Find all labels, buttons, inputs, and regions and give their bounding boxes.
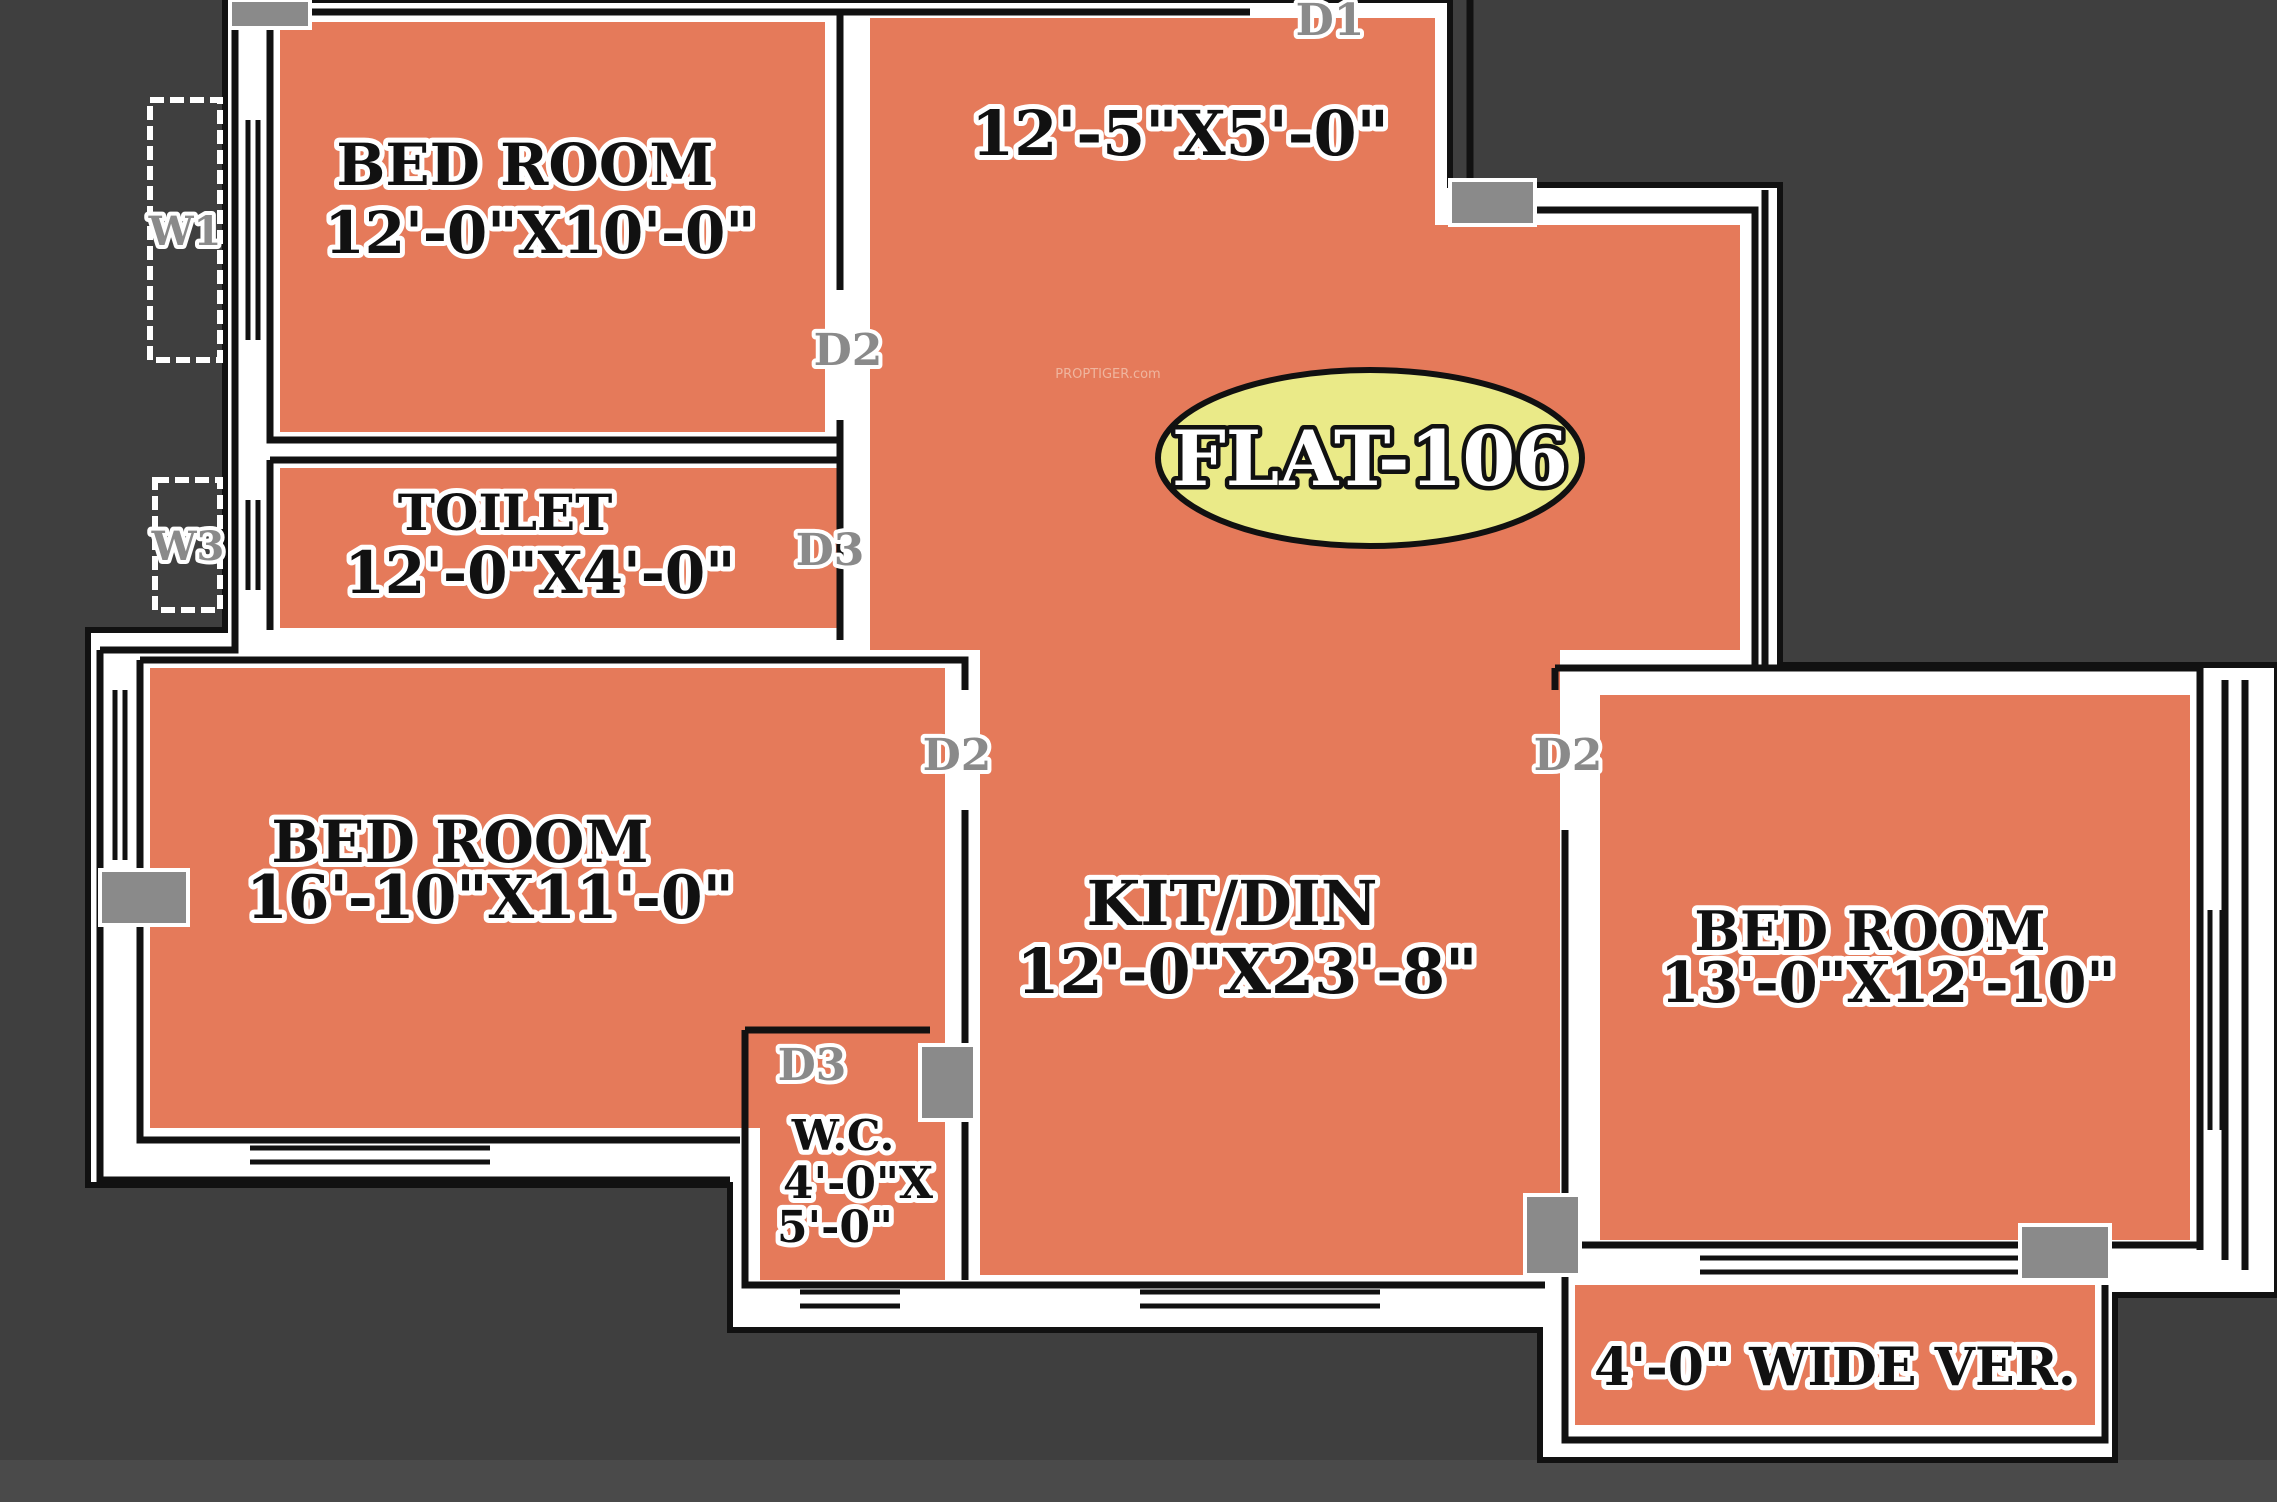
bed-room-1-area xyxy=(280,22,825,432)
kit-din-area xyxy=(870,18,1740,1275)
tag-d3-wc: D3 xyxy=(778,1040,847,1091)
toilet-name: TOILET xyxy=(398,483,613,542)
verandah-label: 4'-0" WIDE VER. xyxy=(1594,1337,2076,1398)
columns xyxy=(98,0,2112,1282)
tag-d2-bedroom1: D2 xyxy=(814,325,883,376)
flat-badge xyxy=(1155,367,1585,549)
bed-room-2-name: BED ROOM xyxy=(271,808,648,876)
background-bottom-band xyxy=(0,1460,2277,1502)
window-w1-frame xyxy=(147,97,223,363)
toilet-area xyxy=(280,468,840,628)
tag-w1: W1 xyxy=(148,208,222,255)
windows xyxy=(112,120,2225,1309)
tag-d1: D1 xyxy=(1296,0,1365,46)
bed-room-1-size: 12'-0"X10'-0" xyxy=(324,199,755,267)
wc-name: W.C. xyxy=(791,1111,895,1160)
bed-room-1-name: BED ROOM xyxy=(336,131,713,199)
watermark: PROPTIGER.com xyxy=(1055,367,1160,382)
wc-size-line1: 4'-0"X xyxy=(783,1158,934,1209)
wc-area xyxy=(760,1040,945,1280)
wc-size-line2: 5'-0" xyxy=(777,1202,893,1253)
tag-d2-bedroom3: D2 xyxy=(1534,730,1603,781)
kit-din-name: KIT/DIN xyxy=(1086,867,1377,940)
kit-din-size: 12'-0"X23'-8" xyxy=(1017,935,1478,1008)
flat-title: FLAT-106 xyxy=(1172,414,1568,503)
bed-room-2-size: 16'-10"X11'-0" xyxy=(246,863,734,933)
bed-room-3-name: BED ROOM xyxy=(1694,899,2045,963)
window-w3-frame xyxy=(152,477,223,613)
tag-d3-toilet: D3 xyxy=(796,525,865,576)
bed-room-3-size: 13'-0"X12'-10" xyxy=(1660,950,2115,1016)
tag-d2-bedroom2: D2 xyxy=(923,730,992,781)
verandah-area xyxy=(1575,1285,2095,1425)
entry-lobby-size: 12'-5"X5'-0" xyxy=(971,97,1389,170)
bed-room-3-area xyxy=(1600,695,2190,1240)
tag-w3: W3 xyxy=(151,523,225,570)
toilet-size: 12'-0"X4'-0" xyxy=(345,539,736,607)
